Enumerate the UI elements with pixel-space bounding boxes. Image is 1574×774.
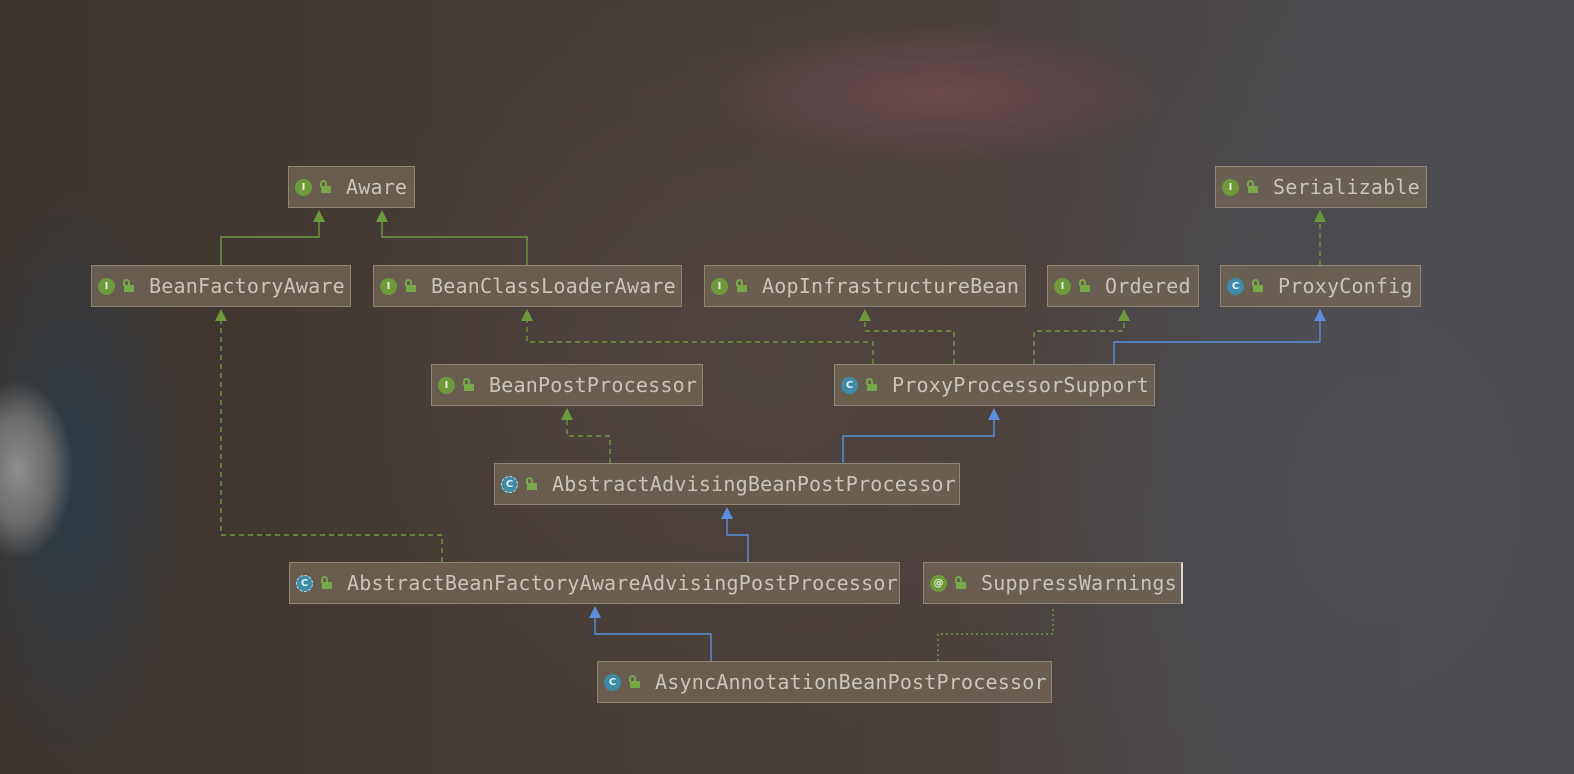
arrow-head: [1314, 309, 1326, 321]
node-label: ProxyProcessorSupport: [892, 373, 1150, 397]
edge-abfaapp-aabpp: [726, 509, 749, 562]
edge-pps-aopinfrastructurebean: [864, 311, 955, 364]
node-label: ProxyConfig: [1278, 274, 1413, 298]
node-aware[interactable]: I Aware: [288, 166, 415, 208]
arrow-head: [721, 507, 733, 519]
edge-beanclassloaderaware-aware: [381, 212, 528, 265]
node-label: SuppressWarnings: [981, 571, 1177, 595]
edge-beanfactoryaware-aware: [220, 212, 320, 265]
edge-aabpp-beanpostprocessor: [566, 410, 611, 463]
node-beanclassloaderaware[interactable]: I BeanClassLoaderAware: [373, 265, 682, 307]
arrow-head: [859, 309, 871, 321]
node-beanfactoryaware[interactable]: I BeanFactoryAware: [91, 265, 351, 307]
interface-icon: I: [438, 376, 455, 394]
node-asyncannotationbeanpostprocessor[interactable]: C AsyncAnnotationBeanPostProcessor: [597, 661, 1052, 703]
node-label: BeanPostProcessor: [489, 373, 698, 397]
lock-icon: [865, 378, 877, 392]
node-abstractbeanfactoryawareadvisingpostprocessor[interactable]: C AbstractBeanFactoryAwareAdvisingPostPr…: [289, 562, 900, 604]
node-label: Aware: [346, 175, 408, 199]
edge-async-suppresswarnings: [937, 606, 1054, 661]
abstract-class-icon: C: [296, 574, 313, 592]
arrow-head: [1118, 309, 1130, 321]
lock-icon: [462, 378, 474, 392]
node-label: AsyncAnnotationBeanPostProcessor: [655, 670, 1047, 694]
interface-icon: I: [98, 277, 115, 295]
arrow-head: [313, 210, 325, 222]
edge-abfaapp-beanfactoryaware: [220, 311, 443, 562]
class-icon: C: [1227, 277, 1244, 295]
interface-icon: I: [295, 178, 312, 196]
lock-icon: [1078, 279, 1090, 293]
lock-icon: [525, 477, 537, 491]
annotation-icon: @: [930, 574, 947, 592]
node-label: AopInfrastructureBean: [762, 274, 1020, 298]
arrow-head: [521, 309, 533, 321]
interface-icon: I: [1054, 277, 1071, 295]
lock-icon: [320, 576, 332, 590]
edge-aabpp-pps: [842, 410, 995, 463]
edge-async-abfaapp: [594, 608, 712, 661]
class-icon: C: [604, 673, 621, 691]
lock-icon: [404, 279, 416, 293]
abstract-class-icon: C: [501, 475, 518, 493]
node-label: AbstractBeanFactoryAwareAdvisingPostProc…: [347, 571, 898, 595]
arrow-head: [561, 408, 573, 420]
node-proxyprocessorsupport[interactable]: C ProxyProcessorSupport: [834, 364, 1155, 406]
lock-icon: [122, 279, 134, 293]
node-label: Ordered: [1105, 274, 1191, 298]
lock-icon: [735, 279, 747, 293]
lock-icon: [319, 180, 331, 194]
node-abstractadvisingbeanpostprocessor[interactable]: C AbstractAdvisingBeanPostProcessor: [494, 463, 960, 505]
edge-pps-beanclassloaderaware: [526, 311, 874, 364]
interface-icon: I: [380, 277, 397, 295]
edge-pps-proxyconfig: [1113, 311, 1321, 364]
node-serializable[interactable]: I Serializable: [1215, 166, 1427, 208]
node-label: AbstractAdvisingBeanPostProcessor: [552, 472, 956, 496]
arrow-head: [215, 309, 227, 321]
arrow-head: [589, 606, 601, 618]
arrow-head: [988, 408, 1000, 420]
node-ordered[interactable]: I Ordered: [1047, 265, 1199, 307]
arrow-head: [376, 210, 388, 222]
lock-icon: [1246, 180, 1258, 194]
node-label: BeanFactoryAware: [149, 274, 345, 298]
class-icon: C: [841, 376, 858, 394]
node-label: Serializable: [1273, 175, 1420, 199]
node-label: BeanClassLoaderAware: [431, 274, 676, 298]
node-beanpostprocessor[interactable]: I BeanPostProcessor: [431, 364, 703, 406]
lock-icon: [1251, 279, 1263, 293]
interface-icon: I: [711, 277, 728, 295]
edge-pps-ordered: [1033, 311, 1125, 364]
node-proxyconfig[interactable]: C ProxyConfig: [1220, 265, 1421, 307]
arrow-head: [1314, 210, 1326, 222]
lock-icon: [954, 576, 966, 590]
node-aopinfrastructurebean[interactable]: I AopInfrastructureBean: [704, 265, 1026, 307]
node-suppresswarnings[interactable]: @ SuppressWarnings: [923, 562, 1183, 604]
lock-icon: [628, 675, 640, 689]
interface-icon: I: [1222, 178, 1239, 196]
